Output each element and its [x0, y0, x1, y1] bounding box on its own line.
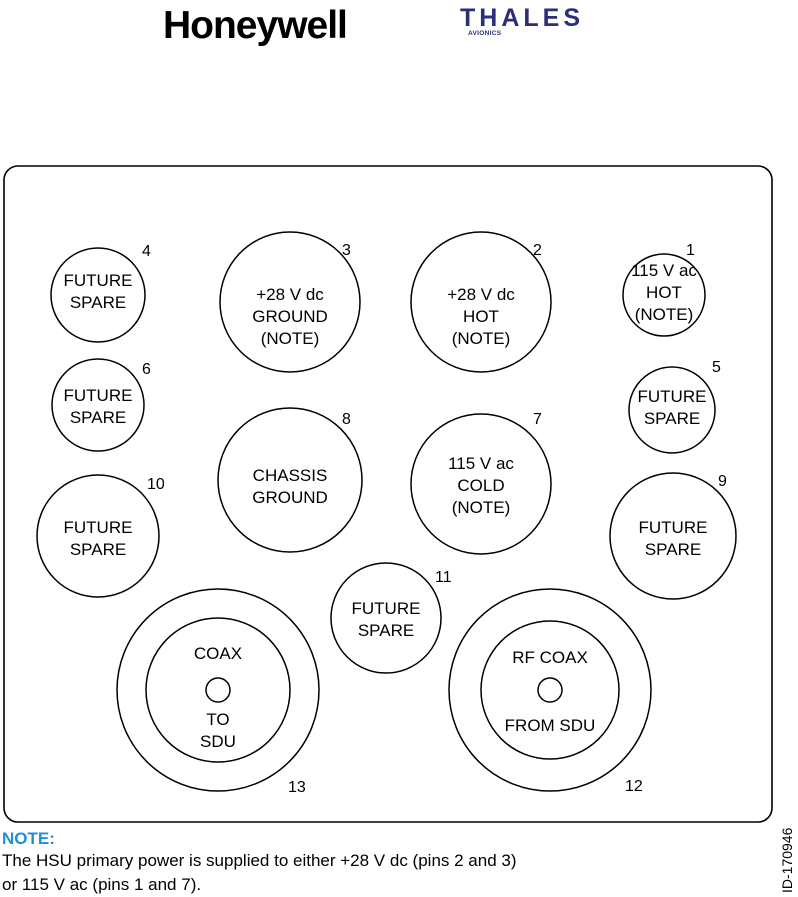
note-line-1: The HSU primary power is supplied to eit…	[2, 851, 517, 870]
pin-3-label-line: +28 V dc	[256, 285, 324, 304]
pin-1: 115 V ac HOT (NOTE) 1	[622, 242, 706, 337]
pin-9-label-line: SPARE	[645, 540, 701, 559]
pin-8-outer-circle	[217, 407, 363, 553]
pin-3: +28 V dc GROUND (NOTE) 3	[219, 231, 361, 373]
pin-11-number: 11	[435, 569, 452, 586]
pin-6-label-line: SPARE	[70, 408, 126, 427]
pin-12-label-line: RF COAX	[512, 648, 588, 667]
pin-4-label-line: FUTURE	[64, 271, 133, 290]
pin-7-number: 7	[533, 411, 542, 428]
pin-7-label-line: COLD	[457, 476, 504, 495]
pin-13-outer-circle	[116, 588, 320, 792]
pin-8-number: 8	[342, 411, 351, 428]
pin-6-label-line: FUTURE	[64, 386, 133, 405]
pin-9-number: 9	[718, 473, 727, 490]
pin-9-label-line: FUTURE	[639, 518, 708, 537]
pin-7-label-line: (NOTE)	[452, 498, 511, 517]
pin-4-outer-circle	[50, 247, 146, 343]
pin-5-number: 5	[712, 359, 721, 376]
pin-12: RF COAX FROM SDU 12	[448, 588, 652, 795]
pin-10-label-line: SPARE	[70, 540, 126, 559]
pin-12-inner-circle	[480, 620, 620, 760]
pin-2-number: 2	[533, 242, 542, 259]
thales-logo-word: THALES	[460, 4, 584, 32]
pin-6-outer-circle	[51, 358, 145, 452]
pin-13-number: 13	[288, 779, 306, 796]
pin-10-label-line: FUTURE	[64, 518, 133, 537]
pin-5-label-line: FUTURE	[638, 387, 707, 406]
pin-6: FUTURE SPARE 6	[51, 358, 151, 452]
pin-7-label-line: 115 V ac	[448, 454, 514, 473]
pin-9-outer-circle	[609, 472, 737, 600]
pin-11-label-line: FUTURE	[352, 599, 421, 618]
pin-5-label-line: SPARE	[644, 409, 700, 428]
pin-4: FUTURE SPARE 4	[50, 243, 151, 343]
pin-11-outer-circle	[330, 562, 442, 674]
pin-10-number: 10	[147, 476, 165, 493]
pin-1-number: 1	[686, 242, 695, 259]
pin-8: CHASSIS GROUND 8	[217, 407, 363, 553]
pin-10-outer-circle	[36, 474, 160, 598]
pin-10: FUTURE SPARE 10	[36, 474, 165, 598]
pin-8-label-line: GROUND	[252, 488, 328, 507]
pin-9: FUTURE SPARE 9	[609, 472, 737, 600]
pin-12-number: 12	[625, 778, 643, 795]
pin-7-outer-circle	[410, 413, 552, 555]
pin-13: COAX TO SDU 13	[116, 588, 320, 796]
connector-outline	[3, 165, 773, 823]
pin-1-label-line: 115 V ac	[631, 261, 697, 280]
pin-11: FUTURE SPARE 11	[330, 562, 452, 674]
thales-logo-sub: AVIONICS	[468, 30, 502, 37]
honeywell-logo: Honeywell	[163, 4, 348, 47]
pin-3-label-line: (NOTE)	[261, 329, 320, 348]
pin-12-outer-circle	[448, 588, 652, 792]
pin-2-label-line: (NOTE)	[452, 329, 511, 348]
pin-4-label-line: SPARE	[70, 293, 126, 312]
pin-12-label-line: FROM SDU	[505, 716, 596, 735]
pin-12-center-contact	[537, 677, 563, 703]
pin-1-outer-circle	[622, 253, 706, 337]
pin-13-label-line: COAX	[194, 644, 242, 663]
pin-5: FUTURE SPARE 5	[628, 359, 721, 454]
pin-13-center-contact	[205, 677, 231, 703]
pin-1-label-line: HOT	[646, 283, 682, 302]
pin-3-outer-circle	[219, 231, 361, 373]
pin-2: +28 V dc HOT (NOTE) 2	[410, 231, 552, 373]
pin-3-label-line: GROUND	[252, 307, 328, 326]
pin-6-number: 6	[142, 361, 151, 378]
pin-5-outer-circle	[628, 366, 716, 454]
pin-13-inner-circle	[145, 617, 291, 763]
document-id: ID-170946	[779, 827, 795, 893]
pin-2-label-line: HOT	[463, 307, 499, 326]
note-line-2: or 115 V ac (pins 1 and 7).	[2, 875, 202, 894]
pin-4-number: 4	[142, 243, 151, 260]
pin-8-label-line: CHASSIS	[253, 466, 328, 485]
note-title: NOTE:	[2, 829, 55, 848]
pin-3-number: 3	[342, 242, 351, 259]
pin-11-label-line: SPARE	[358, 621, 414, 640]
pin-7: 115 V ac COLD (NOTE) 7	[410, 411, 552, 555]
thales-logo: THALES AVIONICS	[460, 4, 630, 44]
pin-2-outer-circle	[410, 231, 552, 373]
pin-13-label-line: TO	[206, 710, 229, 729]
pin-1-label-line: (NOTE)	[635, 305, 694, 324]
pin-13-label-line: SDU	[200, 732, 236, 751]
pin-2-label-line: +28 V dc	[447, 285, 515, 304]
